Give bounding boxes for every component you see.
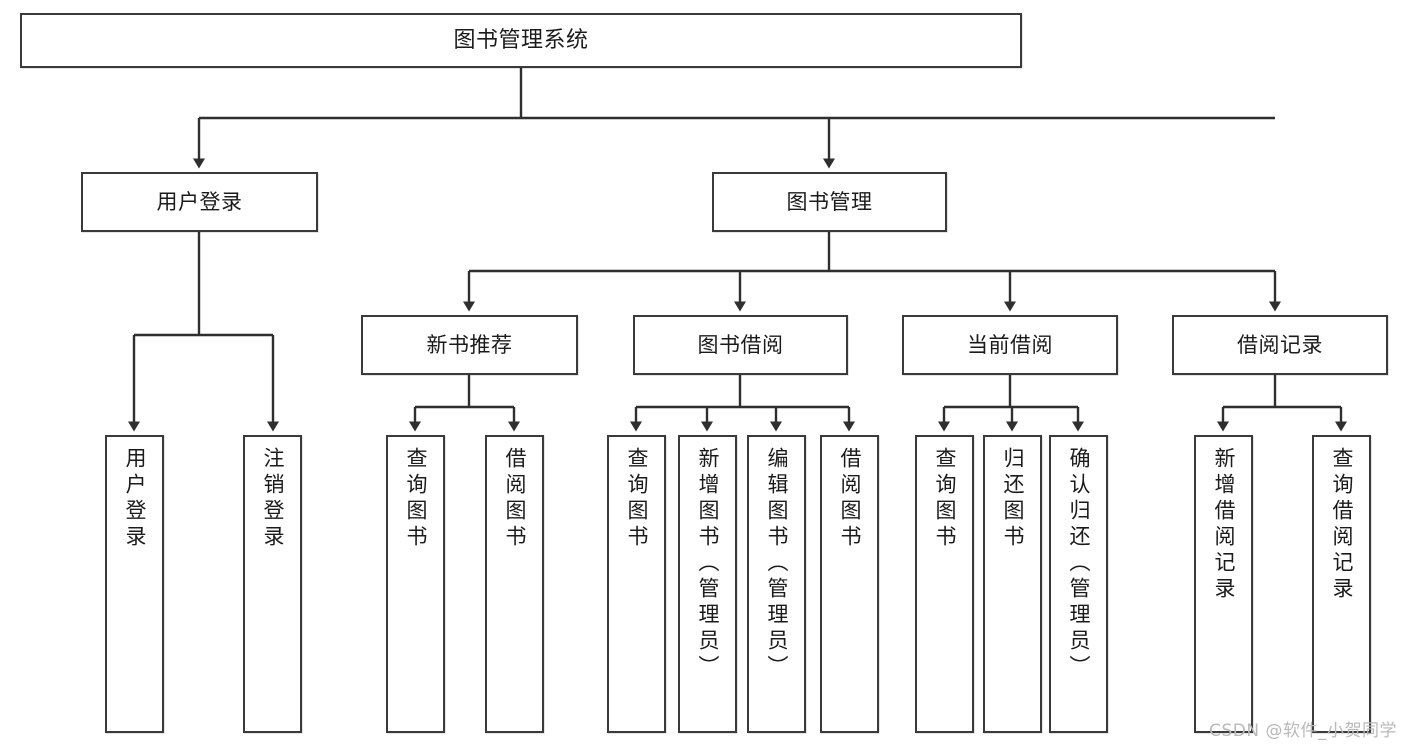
leaf-query-borrow-record-label: 查询借阅记录 bbox=[1330, 447, 1354, 603]
node-root[interactable]: 图书管理系统 bbox=[20, 13, 1022, 68]
leaf-confirm-return-admin[interactable]: 确认归还（管理员） bbox=[1049, 435, 1108, 733]
leaf-logout[interactable]: 注销登录 bbox=[243, 435, 302, 733]
leaf-user-login-label: 用户登录 bbox=[123, 447, 147, 551]
node-user-login-label: 用户登录 bbox=[156, 189, 243, 214]
node-current-borrow-label: 当前借阅 bbox=[967, 332, 1053, 357]
node-new-book-recommend[interactable]: 新书推荐 bbox=[361, 315, 578, 375]
node-book-borrow[interactable]: 图书借阅 bbox=[633, 315, 848, 375]
leaf-query-book-newbook[interactable]: 查询图书 bbox=[386, 435, 445, 733]
leaf-query-borrow-record[interactable]: 查询借阅记录 bbox=[1312, 435, 1371, 733]
leaf-query-book-borrow[interactable]: 查询图书 bbox=[607, 435, 666, 733]
leaf-confirm-return-admin-label: 确认归还（管理员） bbox=[1067, 447, 1091, 681]
leaf-query-book-newbook-label: 查询图书 bbox=[404, 447, 428, 551]
watermark: CSDN @软件_小贺同学 bbox=[1209, 721, 1397, 741]
node-new-book-recommend-label: 新书推荐 bbox=[426, 332, 513, 357]
node-book-management-label: 图书管理 bbox=[786, 189, 873, 214]
leaf-logout-label: 注销登录 bbox=[261, 447, 285, 551]
leaf-add-book-admin[interactable]: 新增图书（管理员） bbox=[678, 435, 737, 733]
leaf-borrow-book[interactable]: 借阅图书 bbox=[820, 435, 879, 733]
leaf-query-book-borrow-label: 查询图书 bbox=[625, 447, 649, 551]
leaf-add-borrow-record-label: 新增借阅记录 bbox=[1212, 447, 1236, 603]
node-book-management[interactable]: 图书管理 bbox=[712, 172, 947, 232]
leaf-query-book-current[interactable]: 查询图书 bbox=[915, 435, 974, 733]
leaf-user-login[interactable]: 用户登录 bbox=[105, 435, 164, 733]
leaf-return-book[interactable]: 归还图书 bbox=[983, 435, 1042, 733]
leaf-add-borrow-record[interactable]: 新增借阅记录 bbox=[1194, 435, 1253, 733]
node-borrow-records-label: 借阅记录 bbox=[1237, 332, 1323, 357]
leaf-add-book-admin-label: 新增图书（管理员） bbox=[696, 447, 720, 681]
leaf-edit-book-admin[interactable]: 编辑图书（管理员） bbox=[747, 435, 806, 733]
leaf-query-book-current-label: 查询图书 bbox=[933, 447, 957, 551]
leaf-return-book-label: 归还图书 bbox=[1001, 447, 1025, 551]
leaf-borrow-book-newbook-label: 借阅图书 bbox=[503, 447, 527, 551]
node-user-login[interactable]: 用户登录 bbox=[81, 172, 318, 232]
leaf-borrow-book-newbook[interactable]: 借阅图书 bbox=[485, 435, 544, 733]
node-root-label: 图书管理系统 bbox=[453, 27, 589, 53]
leaf-borrow-book-label: 借阅图书 bbox=[838, 447, 862, 551]
node-current-borrow[interactable]: 当前借阅 bbox=[902, 315, 1118, 375]
leaf-edit-book-admin-label: 编辑图书（管理员） bbox=[765, 447, 789, 681]
node-borrow-records[interactable]: 借阅记录 bbox=[1172, 315, 1388, 375]
node-book-borrow-label: 图书借阅 bbox=[697, 332, 784, 357]
